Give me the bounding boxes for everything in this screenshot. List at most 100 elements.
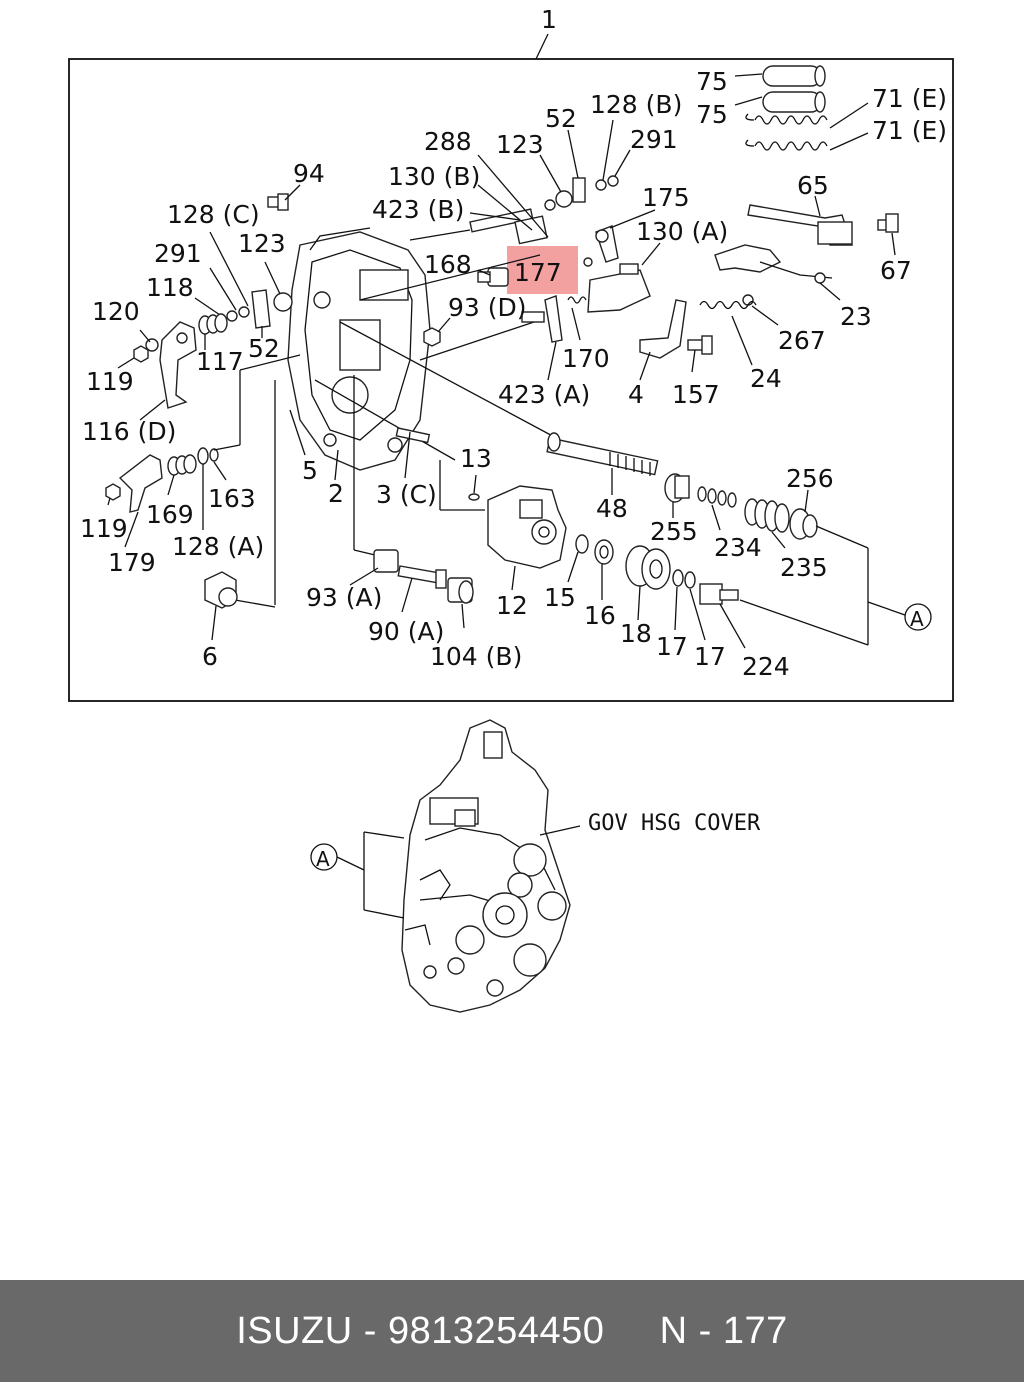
callout-104b: 104 (B) [430, 642, 522, 671]
callout-256: 256 [786, 464, 834, 493]
part-94-bolt [267, 193, 289, 211]
callout-119b: 119 [80, 514, 128, 543]
callout-5: 5 [302, 456, 318, 485]
callout-123a: 123 [496, 130, 544, 159]
part-90a-bolt [397, 565, 447, 589]
callout-93a: 93 (A) [306, 583, 382, 612]
part-93d-nut [423, 327, 441, 347]
part-128a-washer [197, 447, 209, 465]
callout-423b: 423 (B) [372, 195, 464, 224]
callout-65: 65 [797, 171, 829, 200]
callout-75a: 75 [696, 67, 728, 96]
part-4-bracket [639, 299, 687, 359]
part-3c-stud [395, 427, 431, 444]
callout-71e-a: 71 (E) [872, 84, 947, 113]
callout-120: 120 [92, 297, 140, 326]
callout-90a: 90 (A) [368, 617, 444, 646]
part-18-bearing [625, 545, 671, 590]
ref-a-bottom: A [316, 847, 330, 871]
callout-13: 13 [460, 444, 492, 473]
callout-179: 179 [108, 548, 156, 577]
callout-116d: 116 (D) [82, 417, 176, 446]
part-234-spring [697, 486, 737, 508]
callout-71e-b: 71 (E) [872, 116, 947, 145]
part-65-plate [747, 204, 853, 246]
callout-17b: 17 [694, 642, 726, 671]
part-423b-rod [469, 199, 556, 245]
callout-23: 23 [840, 302, 872, 331]
part-116d-lever [159, 321, 197, 409]
part-12-housing [487, 485, 567, 569]
callout-4: 4 [628, 380, 644, 409]
callout-130b: 130 (B) [388, 162, 480, 191]
part-17-shims [672, 569, 696, 589]
callout-118: 118 [146, 273, 194, 302]
part-52-left-bracket [226, 289, 293, 329]
callout-52a: 52 [545, 104, 577, 133]
diagram-frame [68, 58, 954, 702]
callout-235: 235 [780, 553, 828, 582]
callout-3c: 3 (C) [376, 480, 437, 509]
part-52-bracket [555, 175, 619, 208]
parts-diagram: 1 [68, 5, 954, 1013]
part-6-cap [204, 571, 238, 609]
callout-128b: 128 (B) [590, 90, 682, 119]
part-168-plug [477, 267, 509, 287]
callout-177: 177 [514, 258, 562, 287]
callout-288: 288 [424, 127, 472, 156]
callout-128a: 128 (A) [172, 532, 264, 561]
callout-6: 6 [202, 642, 218, 671]
callout-16: 16 [584, 601, 616, 630]
part-256-seat [789, 508, 818, 540]
part-170-spring [567, 296, 587, 304]
part-175-lever [583, 225, 651, 313]
callout-52b: 52 [248, 334, 280, 363]
callout-267: 267 [778, 326, 826, 355]
part-67-bolt [877, 213, 899, 233]
callout-157: 157 [672, 380, 720, 409]
callout-169: 169 [146, 500, 194, 529]
callout-168: 168 [424, 250, 472, 279]
callout-94: 94 [293, 159, 325, 188]
part-117-spring [198, 313, 228, 335]
part-23-linkage [714, 244, 833, 306]
part-24-spring [699, 300, 757, 310]
callout-163: 163 [208, 484, 256, 513]
callout-93d: 93 (D) [448, 293, 527, 322]
callout-67: 67 [880, 256, 912, 285]
callout-128c: 128 (C) [167, 200, 260, 229]
callout-18: 18 [620, 619, 652, 648]
callout-2: 2 [328, 479, 344, 508]
part-16-bearing [594, 539, 614, 565]
callout-117: 117 [196, 347, 244, 376]
part-157-bolt [687, 335, 713, 355]
part-224-fitting [699, 583, 739, 605]
highlight-box [507, 246, 578, 294]
part-93a-nut [373, 549, 399, 573]
callout-119a: 119 [86, 367, 134, 396]
callout-170: 170 [562, 344, 610, 373]
part-169-spring [167, 454, 197, 476]
callout-123b: 123 [238, 229, 286, 258]
footer-bar: ISUZU - 9813254450 N - 177 [0, 1280, 1024, 1382]
callout-291a: 291 [630, 125, 678, 154]
part-119-nut-lower [105, 483, 121, 501]
callout-48: 48 [596, 494, 628, 523]
callout-423a: 423 (A) [498, 380, 590, 409]
part-120-washer [145, 338, 159, 352]
part-104b-nut [447, 577, 474, 604]
callout-175: 175 [642, 183, 690, 212]
part-163-ring [209, 448, 219, 462]
callout-12: 12 [496, 591, 528, 620]
part-75 [762, 65, 826, 113]
part-179-lever [118, 454, 163, 513]
part-15-ring [575, 534, 589, 554]
callout-labels: 75 75 71 (E) 71 (E) 52 128 (B) 291 123 2… [80, 67, 947, 871]
callout-17a: 17 [656, 632, 688, 661]
part-235-spring [744, 498, 790, 533]
callout-291b: 291 [154, 239, 202, 268]
callout-75b: 75 [696, 100, 728, 129]
ref-a-top: A [910, 607, 924, 631]
part-255-bushing [664, 473, 690, 503]
callout-15: 15 [544, 583, 576, 612]
